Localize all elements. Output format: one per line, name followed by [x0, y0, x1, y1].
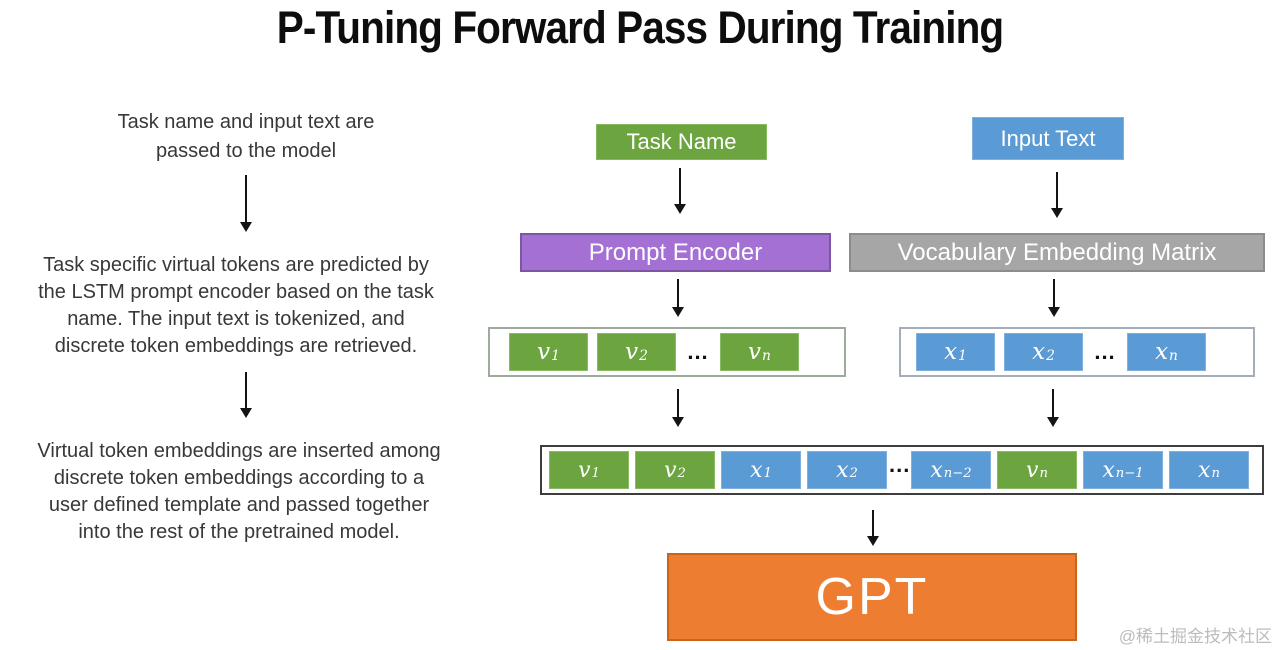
arrow-head [1048, 307, 1060, 317]
task-name-box: Task Name [596, 124, 767, 160]
token-base: x [836, 457, 849, 483]
token-subscript: 2 [639, 347, 648, 364]
token-base: x [1032, 339, 1046, 365]
vocabulary-embedding-matrix-box: Vocabulary Embedding Matrix [849, 233, 1265, 272]
arrow-line [872, 510, 874, 536]
token-base: v [1026, 457, 1039, 483]
token-base: v [748, 339, 762, 365]
page-title: P-Tuning Forward Pass During Training [276, 2, 1004, 53]
token-subscript: 1 [551, 347, 560, 364]
token-base: x [944, 339, 958, 365]
down-arrow-icon [866, 510, 880, 546]
arrow-head [674, 204, 686, 214]
token-base: x [750, 457, 763, 483]
ellipsis-dots: ... [1094, 339, 1116, 364]
ellipsis-dots: ... [889, 452, 911, 477]
arrow-line [677, 279, 679, 307]
down-arrow-icon [671, 389, 685, 427]
token-base: v [625, 339, 639, 365]
token-subscript: n [1211, 466, 1220, 482]
token-base: x [1102, 457, 1115, 483]
arrow-line [1052, 389, 1054, 417]
gpt-box: GPT [667, 553, 1077, 641]
arrow-head [240, 408, 252, 418]
token-base: v [664, 457, 677, 483]
down-arrow-icon [239, 372, 253, 418]
token-subscript: n−2 [943, 466, 972, 482]
arrow-head [240, 222, 252, 232]
arrow-line [1056, 172, 1058, 208]
arrow-line [679, 168, 681, 204]
down-arrow-icon [239, 175, 253, 232]
token-subscript: n [1169, 347, 1178, 364]
arrow-line [677, 389, 679, 417]
arrow-line [1053, 279, 1055, 307]
arrow-head [1047, 417, 1059, 427]
token-base: x [930, 457, 943, 483]
token-subscript: 2 [849, 466, 858, 482]
down-arrow-icon [673, 168, 687, 214]
arrow-line [245, 372, 247, 408]
token-base: x [1198, 457, 1211, 483]
token-subscript: 1 [958, 347, 967, 364]
input-text-box: Input Text [972, 117, 1124, 160]
down-arrow-icon [1046, 389, 1060, 427]
prompt-encoder-box: Prompt Encoder [520, 233, 831, 272]
arrow-head [672, 307, 684, 317]
token-base: v [578, 457, 591, 483]
arrow-head [672, 417, 684, 427]
token-subscript: n−1 [1115, 466, 1144, 482]
note-step2: Task specific virtual tokens are predict… [38, 254, 434, 357]
arrow-head [867, 536, 879, 546]
note-step1: Task name and input text are passed to t… [117, 111, 375, 162]
note-step3: Virtual token embeddings are inserted am… [37, 440, 441, 543]
down-arrow-icon [1050, 172, 1064, 218]
token-subscript: 2 [677, 466, 686, 482]
down-arrow-icon [1047, 279, 1061, 317]
ellipsis-dots: ... [687, 339, 709, 364]
token-subscript: 2 [1046, 347, 1055, 364]
down-arrow-icon [671, 279, 685, 317]
token-subscript: 1 [591, 466, 600, 482]
arrow-head [1051, 208, 1063, 218]
token-subscript: n [762, 347, 771, 364]
token-base: v [537, 339, 551, 365]
token-subscript: 1 [763, 466, 772, 482]
arrow-line [245, 175, 247, 222]
token-base: x [1155, 339, 1169, 365]
token-subscript: n [1039, 466, 1048, 482]
watermark: @稀土掘金技术社区 [1118, 627, 1272, 646]
